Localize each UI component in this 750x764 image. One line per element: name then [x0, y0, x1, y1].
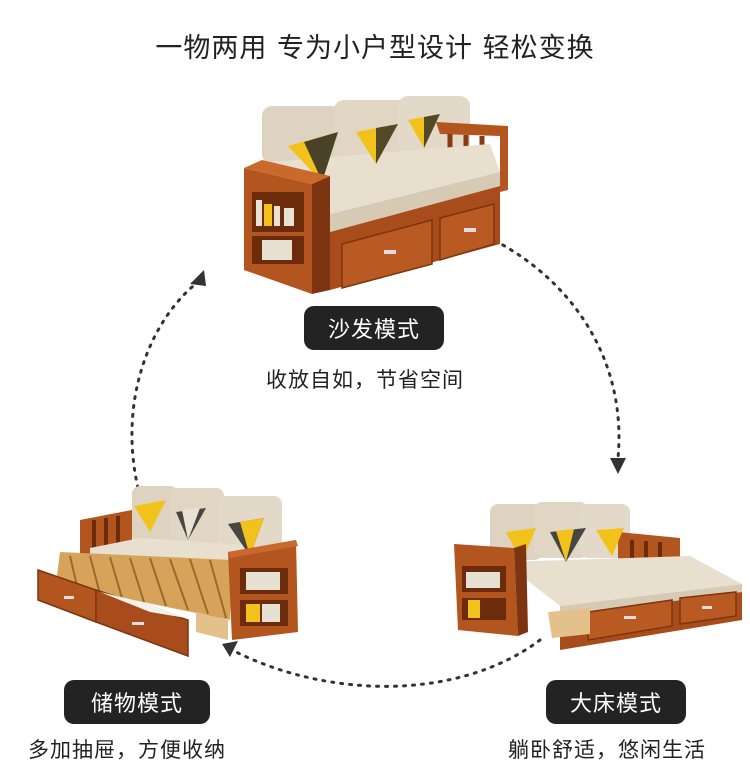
arrowhead-storage-icon [222, 641, 238, 657]
bed-mode-label: 大床模式 [546, 680, 686, 724]
storage-mode-caption: 多加抽屉，方便收纳 [28, 738, 226, 762]
arrow-storage-to-sofa [130, 280, 200, 490]
sofa-mode-label: 沙发模式 [304, 306, 444, 350]
bed-mode-illustration [454, 502, 742, 650]
arrowhead-bed-icon [610, 458, 626, 474]
arrow-bed-to-storage [230, 638, 542, 688]
arrow-sofa-to-bed [460, 224, 621, 460]
page-headline: 一物两用 专为小户型设计 轻松变换 [155, 33, 595, 64]
bed-mode-caption: 躺卧舒适，悠闲生活 [508, 738, 706, 762]
sofa-mode-caption: 收放自如，节省空间 [266, 368, 464, 392]
storage-mode-label: 储物模式 [64, 680, 210, 724]
cycle-arrows [130, 224, 621, 688]
sofa-mode-illustration [244, 96, 508, 294]
storage-mode-illustration [37, 486, 298, 658]
arrowhead-sofa-icon [190, 270, 206, 286]
